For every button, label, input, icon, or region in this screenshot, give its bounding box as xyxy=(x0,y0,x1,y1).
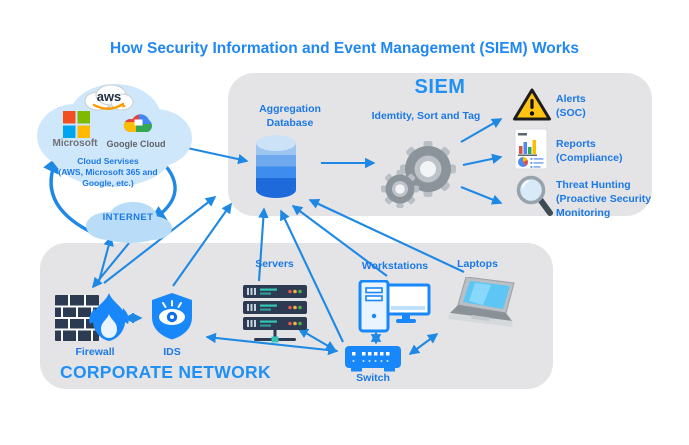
servers-label: Servers xyxy=(255,258,294,270)
workstation-icon xyxy=(358,280,431,333)
ids-label: IDS xyxy=(163,346,181,358)
microsoft-logo-icon xyxy=(63,111,90,138)
corporate-network-title: CORPORATE NETWORK xyxy=(60,362,271,382)
laptops-label: Laptops xyxy=(457,258,498,270)
arrow-laptops-to-database xyxy=(308,199,465,273)
ids-shield-eye-icon xyxy=(152,293,192,340)
arrow-workstations-to-database xyxy=(291,205,388,277)
workstations-label: Workstations xyxy=(361,260,429,272)
siem-title: SIEM xyxy=(414,76,466,98)
internet-cloud xyxy=(86,202,172,243)
google-cloud-logo-icon xyxy=(123,114,152,133)
aws-logo: aws xyxy=(84,84,134,111)
magnifier-icon xyxy=(516,175,553,216)
firewall-label: Firewall xyxy=(75,346,115,358)
arrow-switch-to-database xyxy=(280,209,344,343)
laptop-icon xyxy=(448,277,515,327)
arrow-servers-switch xyxy=(297,328,337,351)
report-chart-icon xyxy=(514,128,548,170)
arrow-cycle-up xyxy=(43,155,91,233)
google-cloud-label: Google Cloud xyxy=(106,139,166,149)
switch-icon xyxy=(345,346,401,372)
cloud-services-caption: Cloud Servises (AWS, Microsoft 365 and G… xyxy=(58,156,158,189)
database-icon xyxy=(256,135,296,198)
arrow-firewall-to-database xyxy=(103,196,217,284)
page-title: How Security Information and Event Manag… xyxy=(109,40,580,57)
switch-label: Switch xyxy=(356,372,390,384)
microsoft-label: Microsoft xyxy=(52,138,98,149)
arrow-switch-laptop xyxy=(408,333,439,355)
gears-icon xyxy=(381,141,456,208)
alerts-label: Alerts (SOC) xyxy=(556,93,586,119)
threat-hunting-label: Threat Hunting (Proactive Security Monit… xyxy=(556,179,652,219)
arrow-ids-to-database xyxy=(172,202,232,287)
arrow-gears-to-alerts xyxy=(460,118,503,143)
reports-label: Reports (Compliance) xyxy=(556,138,623,164)
siem-panel xyxy=(228,73,652,216)
aws-label: aws xyxy=(97,89,122,104)
arrow-cloud-to-database xyxy=(177,144,249,165)
arrow-gears-to-reports xyxy=(462,153,503,167)
warning-triangle-icon xyxy=(513,88,551,121)
servers-icon xyxy=(243,285,307,343)
aggregation-database-label: Aggregation Database xyxy=(259,103,321,129)
identity-sort-tag-label: Idemtity, Sort and Tag xyxy=(371,110,481,122)
arrow-gears-to-threat-hunting xyxy=(460,186,503,205)
internet-label: INTERNET xyxy=(102,212,154,223)
firewall-icon xyxy=(55,293,129,341)
arrow-servers-to-database xyxy=(257,207,269,282)
arrow-firewall-to-internet xyxy=(96,235,114,286)
